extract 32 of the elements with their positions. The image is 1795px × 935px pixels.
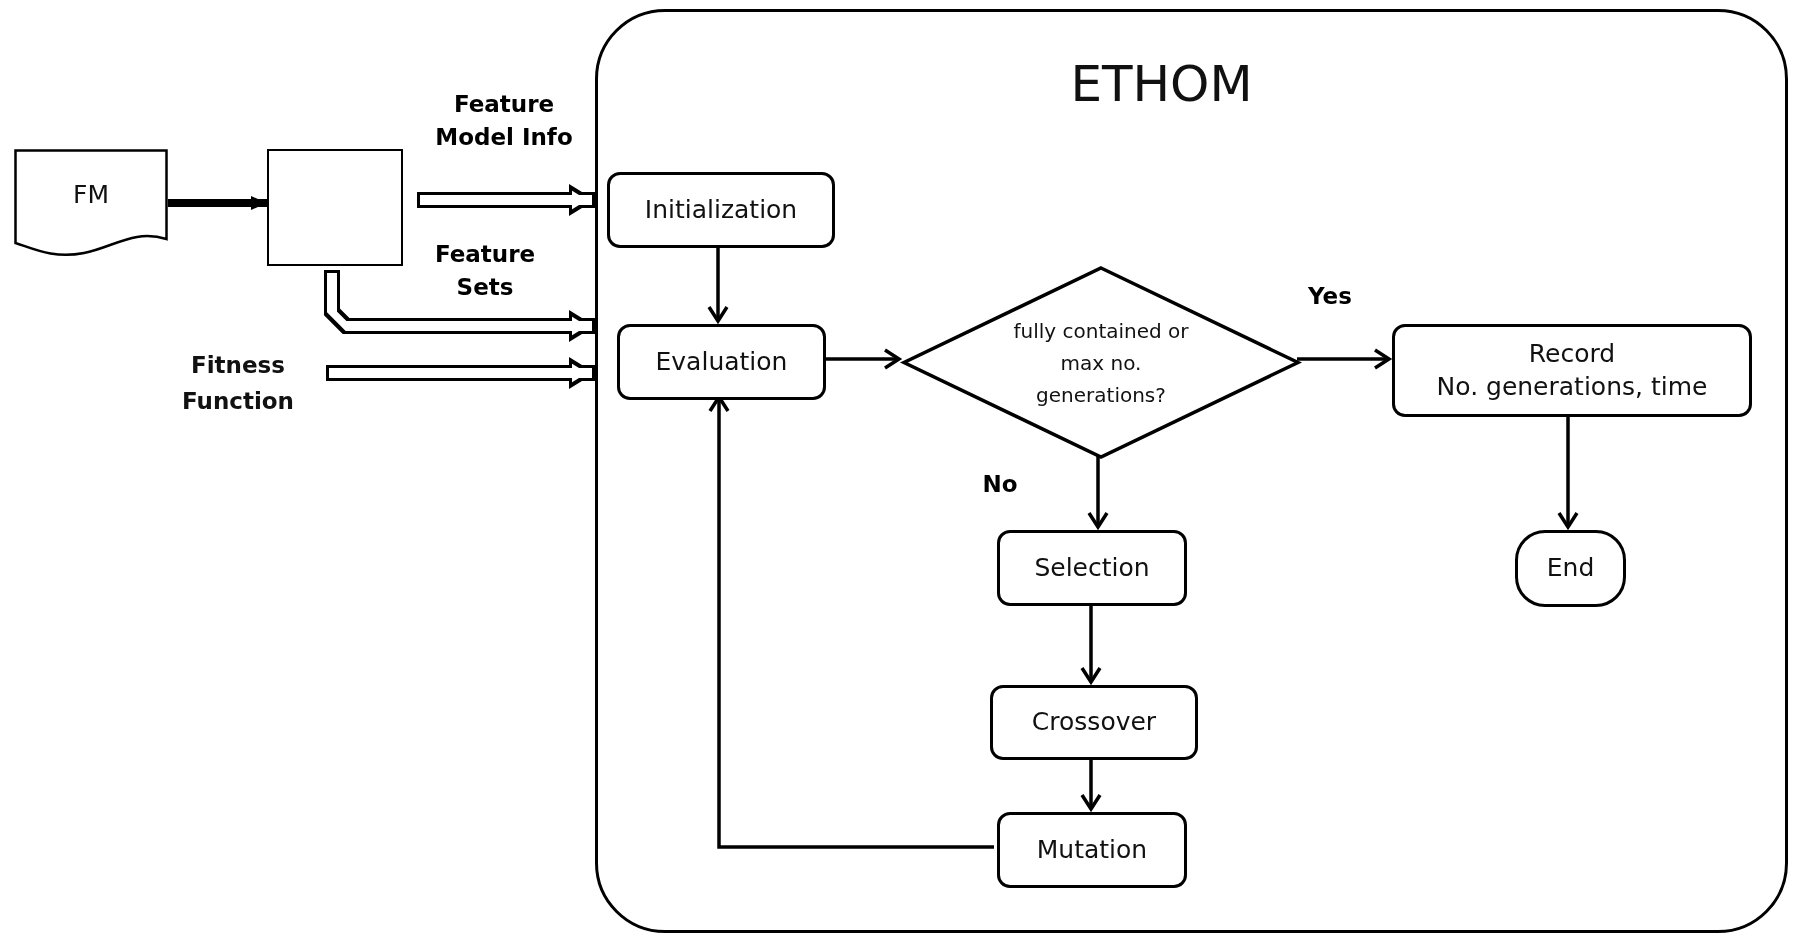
process-box xyxy=(1392,324,1752,417)
node-label: Record xyxy=(1528,338,1616,370)
node-label: Evaluation xyxy=(655,345,788,378)
arrow xyxy=(168,196,267,210)
arrow xyxy=(707,245,729,323)
block-arrow xyxy=(326,357,595,389)
process-box xyxy=(997,812,1187,888)
node-label: Fitness Function xyxy=(181,351,295,416)
block-arrow xyxy=(324,270,595,342)
arrow xyxy=(823,348,901,370)
node-label: fully contained or max no. generations? xyxy=(1012,317,1190,409)
group-container xyxy=(595,9,1788,933)
node-label: No. generations, time xyxy=(1436,370,1708,403)
node-label: FM xyxy=(73,179,109,212)
node-label: Crossover xyxy=(1031,706,1157,739)
node-label: Selection xyxy=(1034,551,1150,584)
node-label: Mutation xyxy=(1036,833,1148,866)
process-box xyxy=(617,324,826,400)
arrow xyxy=(1087,456,1109,529)
node-label: End xyxy=(1546,552,1595,585)
group-title: ETHOM xyxy=(1070,54,1253,115)
process-box xyxy=(997,530,1187,606)
arrow xyxy=(1557,414,1579,529)
plain-box xyxy=(267,149,403,266)
node-label: Initialization xyxy=(644,193,798,226)
arrow xyxy=(1080,603,1102,684)
terminator-box xyxy=(1515,530,1626,607)
process-box xyxy=(990,685,1198,760)
block-arrow xyxy=(417,184,595,216)
arrow xyxy=(1080,757,1102,811)
arrow xyxy=(1297,348,1391,370)
process-box xyxy=(607,172,835,248)
